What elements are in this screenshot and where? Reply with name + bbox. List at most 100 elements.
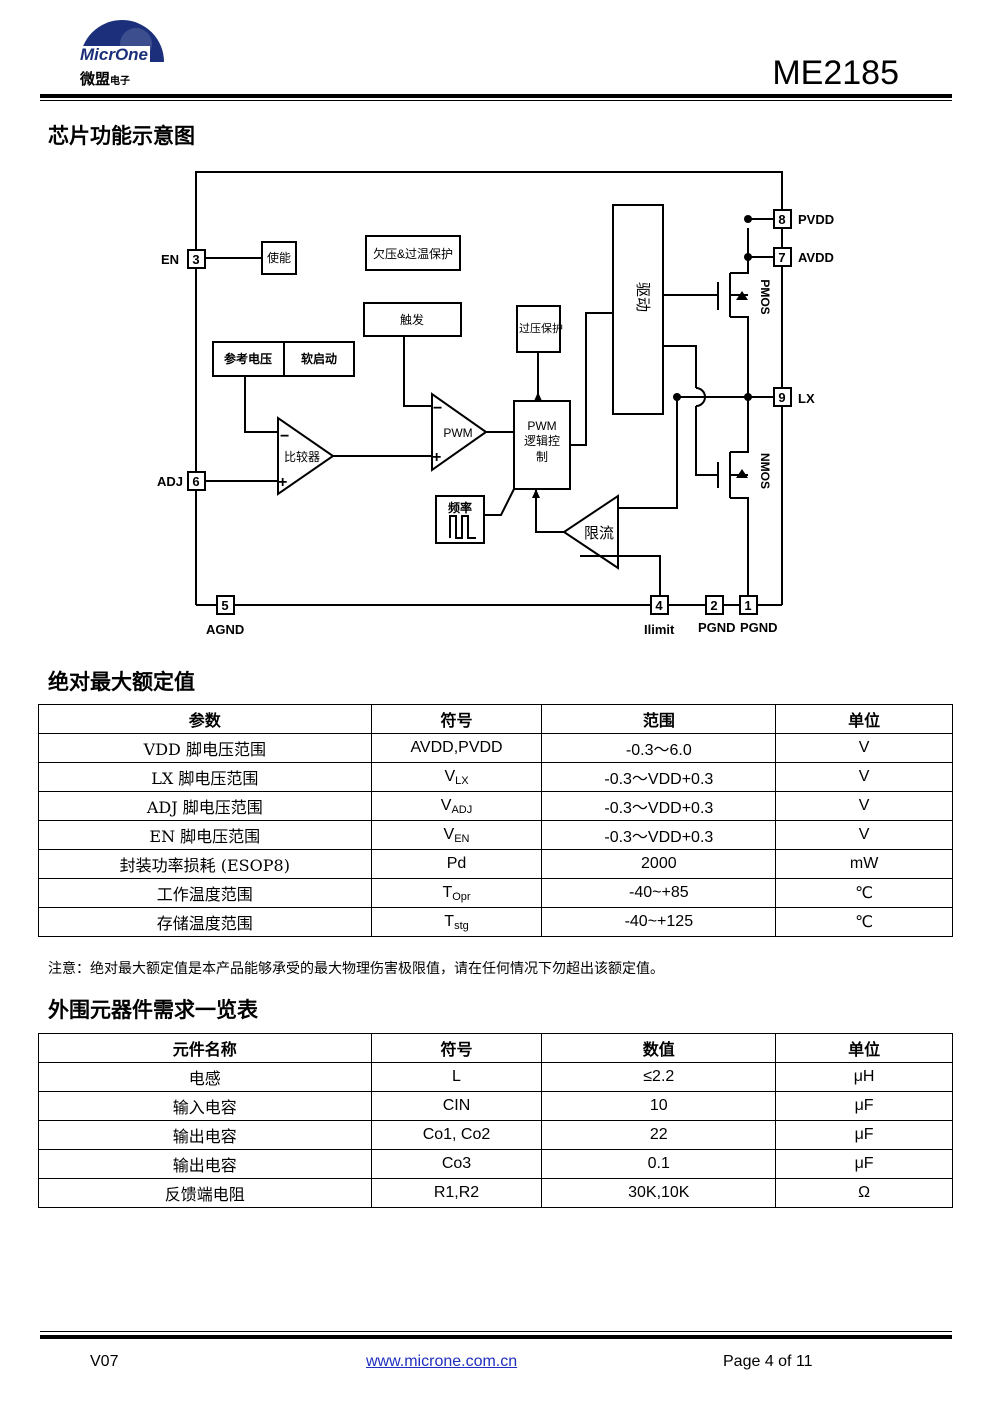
pwm-minus: −: [433, 400, 442, 417]
footer-page-number: Page 4 of 11: [723, 1353, 813, 1370]
cell-unit: Ω: [775, 1178, 953, 1208]
cell-value: 22: [541, 1120, 777, 1150]
cell-name: 反馈端电阻: [38, 1178, 372, 1208]
pin-num-4: 4: [655, 598, 663, 613]
cell-range: -0.3～VDD+0.3: [541, 762, 777, 792]
pin-label-ilimit: Ilimit: [644, 622, 675, 637]
col-header: 数值: [541, 1033, 777, 1063]
pin-num-7: 7: [778, 250, 785, 265]
cell-name: 电感: [38, 1062, 372, 1092]
pin-num-1: 1: [744, 598, 751, 613]
footer-website-link[interactable]: www.microne.com.cn: [366, 1353, 518, 1370]
block-pwm: PWM: [443, 426, 472, 440]
block-enable: 使能: [267, 250, 291, 265]
section-title-external: 外围元器件需求一览表: [48, 998, 258, 1022]
cell-range: -0.3～VDD+0.3: [541, 791, 777, 821]
block-ovp: 过压保护: [519, 321, 563, 335]
pin-num-9: 9: [778, 390, 785, 405]
table-header-row: 参数 符号 范围 单位: [38, 704, 953, 734]
cell-symbol: R1,R2: [370, 1178, 543, 1208]
block-pwm-logic-2: 逻辑控: [524, 434, 560, 448]
cell-symbol: Co3: [370, 1149, 543, 1179]
pin-num-6: 6: [192, 474, 199, 489]
section-title-abs-max: 绝对最大额定值: [48, 670, 195, 694]
block-driver: 驱动: [634, 282, 651, 312]
cell-symbol: Pd: [370, 849, 543, 879]
cell-unit: ℃: [775, 878, 953, 908]
cell-param: 封装功率损耗 (ESOP8): [38, 849, 372, 879]
part-number: ME2185: [772, 54, 899, 92]
col-header: 参数: [38, 704, 372, 734]
cell-symbol: AVDD,PVDD: [370, 733, 543, 763]
footer-rule-thin: [40, 1331, 952, 1332]
cell-unit: μH: [775, 1062, 953, 1092]
cell-symbol: Co1, Co2: [370, 1120, 543, 1150]
comparator-minus: −: [280, 428, 289, 445]
cell-unit: V: [775, 791, 953, 821]
col-header: 符号: [370, 704, 543, 734]
cell-range: 2000: [541, 849, 777, 879]
label-pmos: PMOS: [758, 279, 772, 314]
block-trigger: 触发: [400, 312, 424, 327]
col-header: 元件名称: [38, 1033, 372, 1063]
pwm-plus: +: [432, 449, 441, 466]
col-header: 符号: [370, 1033, 543, 1063]
cell-unit: μF: [775, 1149, 953, 1179]
cell-symbol: L: [370, 1062, 543, 1092]
cell-symbol: VADJ: [370, 791, 543, 821]
block-vref: 参考电压: [224, 351, 272, 366]
cell-param: EN 脚电压范围: [38, 820, 372, 850]
block-current-limit: 限流: [584, 525, 614, 542]
cell-unit: V: [775, 733, 953, 763]
cell-unit: ℃: [775, 907, 953, 937]
cell-range: -40~+125: [541, 907, 777, 937]
cell-unit: V: [775, 820, 953, 850]
pin-label-lx: LX: [798, 391, 815, 406]
logo-cn: 微盟电子: [80, 71, 131, 88]
logo: MicrOne 微盟电子: [76, 12, 166, 90]
cell-range: -0.3～VDD+0.3: [541, 820, 777, 850]
block-comparator: 比较器: [284, 449, 320, 464]
label-nmos: NMOS: [758, 453, 772, 489]
cell-symbol: VLX: [370, 762, 543, 792]
section-title-block-diagram: 芯片功能示意图: [48, 124, 195, 148]
header-rule: [40, 94, 952, 98]
footer-rule: [40, 1335, 952, 1339]
cell-range: -40~+85: [541, 878, 777, 908]
pin-label-pgnd-2: PGND: [698, 620, 736, 635]
cell-param: LX 脚电压范围: [38, 762, 372, 792]
pin-label-pgnd-1: PGND: [740, 620, 778, 635]
table-header-row: 元件名称 符号 数值 单位: [38, 1033, 953, 1063]
cell-unit: V: [775, 762, 953, 792]
cell-name: 输出电容: [38, 1120, 372, 1150]
pin-label-en: EN: [161, 252, 179, 267]
cell-param: 存储温度范围: [38, 907, 372, 937]
cell-symbol: TOpr: [370, 878, 543, 908]
cell-name: 输出电容: [38, 1149, 372, 1179]
cell-value: 0.1: [541, 1149, 777, 1179]
cell-param: 工作温度范围: [38, 878, 372, 908]
cell-param: VDD 脚电压范围: [38, 733, 372, 763]
pin-label-avdd: AVDD: [798, 250, 834, 265]
pin-num-5: 5: [221, 598, 228, 613]
cell-unit: μF: [775, 1120, 953, 1150]
header-rule-thin: [40, 100, 952, 101]
cell-symbol: VEN: [370, 820, 543, 850]
col-header: 单位: [775, 1033, 953, 1063]
block-pwm-logic-1: PWM: [527, 419, 556, 433]
cell-value: ≤2.2: [541, 1062, 777, 1092]
cell-param: ADJ 脚电压范围: [38, 791, 372, 821]
pin-label-pvdd: PVDD: [798, 212, 834, 227]
cell-value: 30K,10K: [541, 1178, 777, 1208]
cell-value: 10: [541, 1091, 777, 1121]
